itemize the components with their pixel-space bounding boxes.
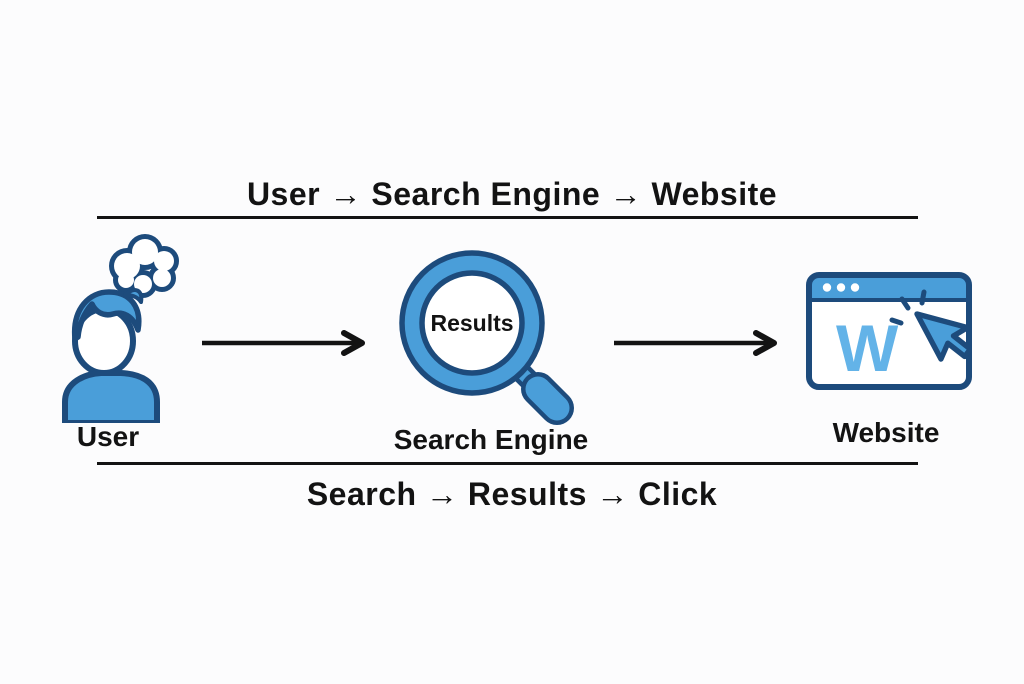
user-label: User bbox=[76, 421, 140, 452]
thought-bubble-icon bbox=[102, 234, 179, 315]
browser-top-bar bbox=[809, 275, 969, 300]
arrow-user-to-search-icon bbox=[198, 330, 368, 361]
user-thinking-icon bbox=[57, 228, 197, 428]
top-divider-line bbox=[97, 216, 918, 219]
top-flow-title: User → Search Engine → Website bbox=[246, 176, 778, 212]
browser-dots-icon bbox=[822, 283, 860, 292]
click-spark-icon bbox=[889, 289, 927, 326]
user-hair bbox=[72, 289, 142, 342]
arrow-search-to-website-icon bbox=[610, 330, 780, 361]
website-label: Website bbox=[832, 417, 940, 448]
search-engine-label: Search Engine bbox=[393, 424, 589, 455]
bottom-flow-title: Search → Results → Click bbox=[306, 476, 718, 512]
magnifying-glass-icon: Results bbox=[385, 238, 575, 433]
website-logo-letter: W bbox=[836, 311, 899, 385]
user-hair-flick bbox=[123, 288, 144, 304]
user-shirt bbox=[62, 370, 160, 426]
bottom-divider-line bbox=[97, 462, 918, 465]
browser-window-icon: W bbox=[806, 272, 974, 397]
cursor-icon bbox=[914, 311, 974, 362]
lens-results-text: Results bbox=[430, 310, 513, 336]
